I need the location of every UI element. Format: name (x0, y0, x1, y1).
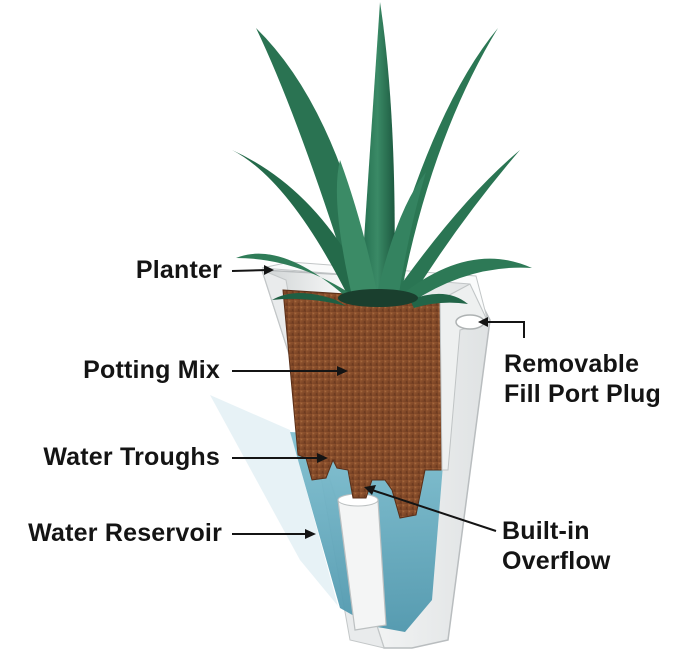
arrow-overflow (371, 489, 497, 532)
water-back-glow (210, 395, 338, 606)
label-potting-mix: Potting Mix (83, 356, 220, 384)
label-planter: Planter (135, 256, 222, 284)
label-water-troughs: Water Troughs (43, 443, 220, 471)
arrowhead-fill-port (478, 317, 488, 327)
potting-mix-shape (282, 289, 443, 519)
label-fill-port-line1: Removable (504, 350, 640, 378)
arrow-fill-port (484, 321, 525, 338)
arrowhead-water-reservoir (305, 529, 316, 539)
callout-arrows (231, 265, 525, 539)
plant-leaves (232, 2, 532, 308)
arrow-planter (231, 269, 269, 272)
label-overflow-line2: Overflow (502, 547, 611, 575)
arrowhead-planter (264, 265, 274, 275)
label-overflow-line1: Built-in (502, 517, 590, 545)
arrowhead-water-troughs (317, 453, 328, 463)
arrowhead-overflow (364, 485, 376, 495)
label-water-reservoir: Water Reservoir (28, 519, 222, 547)
label-fill-port-plug: Removable Fill Port Plug (504, 349, 676, 409)
plant-crown (338, 289, 418, 307)
label-fill-port-line2: Fill Port Plug (504, 380, 661, 408)
label-built-in-overflow: Built-in Overflow (502, 516, 642, 576)
arrowhead-potting-mix (337, 366, 348, 376)
